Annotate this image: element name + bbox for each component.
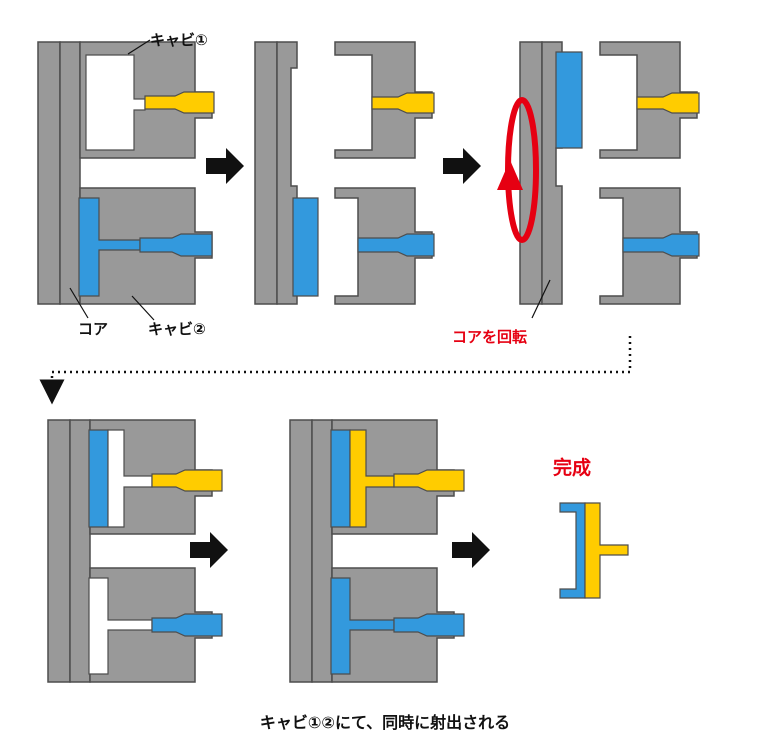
stage3-blue-part (555, 51, 583, 149)
core-plate (47, 419, 71, 683)
arrow-3 (190, 532, 228, 568)
arrow-1 (206, 148, 244, 184)
stage-1: キャビ① コア キャビ② (37, 31, 215, 338)
label-core: コア (78, 320, 108, 338)
leader-cavity2 (131, 295, 155, 321)
nozzle-2 (151, 613, 223, 637)
finished-blue-part (559, 502, 586, 599)
core-body (276, 41, 298, 305)
stage2-blue-part (292, 197, 319, 297)
nozzle-1 (393, 469, 465, 492)
leader-core (69, 287, 89, 319)
arrow-2 (443, 148, 481, 184)
cavity-1-void (85, 54, 146, 151)
stage-3: コアを回転 (452, 41, 700, 346)
label-cavity2: キャビ② (148, 320, 206, 338)
flow-connector (39, 336, 632, 405)
stage-2 (254, 41, 435, 305)
stage-4 (47, 419, 223, 683)
label-cavity1: キャビ① (150, 31, 208, 49)
rotation-arrowhead (497, 160, 523, 190)
nozzle-2 (622, 233, 700, 257)
core-plate (289, 419, 313, 683)
core-body (69, 419, 91, 683)
leader-cavity1 (127, 39, 151, 55)
core-plate (37, 41, 61, 305)
nozzle-2 (139, 233, 213, 257)
stage-5 (289, 419, 465, 683)
core-body (59, 41, 81, 305)
cavity-1-blue-part (330, 429, 351, 528)
core-body (311, 419, 333, 683)
arrow-4 (452, 532, 490, 568)
label-done: 完成 (553, 456, 591, 479)
nozzle-1 (151, 469, 223, 492)
nozzle-1 (144, 91, 215, 114)
leader-rotate (531, 279, 551, 319)
nozzle-1 (636, 92, 700, 114)
finished-yellow-part (584, 502, 629, 599)
nozzle-2 (393, 613, 465, 637)
cavity-1-blue-part (88, 429, 109, 528)
nozzle-2 (357, 233, 435, 257)
finished-part: 完成 (553, 456, 629, 599)
core-plate (254, 41, 278, 305)
label-rotate-core: コアを回転 (452, 328, 527, 346)
nozzle-1 (371, 92, 435, 114)
caption: キャビ①②にて、同時に射出される (260, 713, 510, 732)
